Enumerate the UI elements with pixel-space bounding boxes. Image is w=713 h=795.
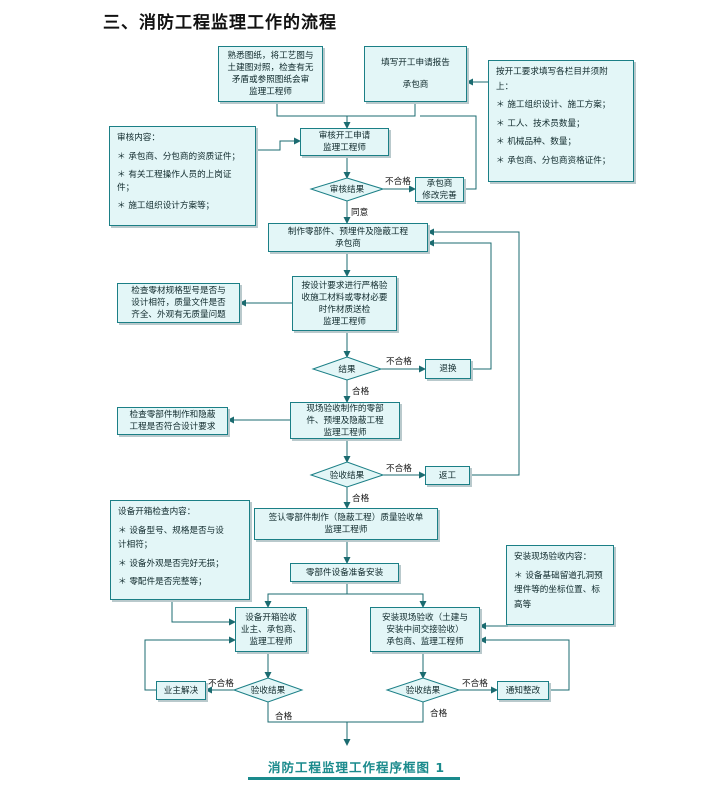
box-prefab-make: 制作零部件、预埋件及隐蔽工程 承包商 xyxy=(268,223,428,252)
caption-underline xyxy=(248,777,460,780)
decision-acceptance-result-left xyxy=(232,677,304,703)
box-install-acceptance: 安装现场验收（土建与 安装中间交接验收） 承包商、监理工程师 xyxy=(370,607,480,652)
decision-acceptance-result-left-text: 验收结果 xyxy=(250,686,286,696)
box-apply-requirements: 按开工要求填写各栏目并须附 上： ＊ 施工组织设计、施工方案； ＊ 工人、技术员… xyxy=(488,60,634,182)
box-design-check: 按设计要求进行严格验 收施工材料或零材必要 时作材质送检 监理工程师 xyxy=(292,276,397,331)
box-equipment-check-content: 设备开箱检查内容： ＊ 设备型号、规格是否与设 计相符； ＊ 设备外观是否完好无… xyxy=(110,500,250,600)
label-agree: 同意 xyxy=(351,208,369,218)
decision-acceptance-result-right-text: 验收结果 xyxy=(405,686,441,696)
box-sign-form: 签认零部件制作（隐蔽工程）质量验收单 监理工程师 xyxy=(254,508,438,540)
box-prefab-check-note: 检查零部件制作和隐蔽 工程是否符合设计要求 xyxy=(117,407,228,435)
label-pass-left: 合格 xyxy=(275,712,293,722)
box-prepare-install: 零部件设备准备安装 xyxy=(290,563,399,582)
decision-acceptance-result-text: 验收结果 xyxy=(329,471,365,481)
decision-acceptance-result-right xyxy=(385,677,461,703)
box-install-acceptance-content: 安装现场验收内容： ＊ 设备基础留道孔洞预 埋件等的坐标位置、标 高等 xyxy=(506,545,614,625)
label-fail-right: 不合格 xyxy=(462,679,488,689)
box-review-application: 审核开工申请 监理工程师 xyxy=(300,128,389,156)
decision-acceptance-result xyxy=(309,461,385,488)
label-fail-acceptance: 不合格 xyxy=(386,464,412,474)
box-drawings-review: 熟悉图纸，将工艺图与 土建图对照，检查有无 矛盾或参照图纸会审 监理工程师 xyxy=(218,46,323,102)
decision-result-text: 结果 xyxy=(338,365,356,375)
box-rework: 返工 xyxy=(425,466,470,485)
label-pass-right: 合格 xyxy=(430,709,448,719)
box-unboxing-acceptance: 设备开箱验收 业主、承包商、 监理工程师 xyxy=(235,607,307,652)
decision-result xyxy=(311,356,383,381)
page-heading: 三、消防工程监理工作的流程 xyxy=(103,13,337,33)
box-contractor-modify: 承包商 修改完善 xyxy=(415,177,464,202)
decision-review-result xyxy=(309,177,385,202)
label-fail-review: 不合格 xyxy=(385,177,411,187)
decision-review-result-text: 审核结果 xyxy=(329,185,365,195)
box-review-content: 审核内容： ＊ 承包商、分包商的资质证件； ＊ 有关工程操作人员的上岗证件； ＊… xyxy=(109,126,256,226)
box-onsite-acceptance: 现场验收制作的零部 件、预埋及隐蔽工程 监理工程师 xyxy=(290,402,400,439)
box-material-check-note: 检查零材规格型号是否与 设计相符，质量文件是否 齐全、外观有无质量问题 xyxy=(117,283,240,323)
box-notify-rectify: 通知整改 xyxy=(497,681,549,700)
box-apply-report: 填写开工申请报告 承包商 xyxy=(364,46,467,102)
box-owner-resolve: 业主解决 xyxy=(156,681,206,700)
label-fail-result: 不合格 xyxy=(386,357,412,367)
figure-caption: 消防工程监理工作程序框图 1 xyxy=(267,760,446,775)
label-fail-left: 不合格 xyxy=(208,679,234,689)
label-pass-acceptance: 合格 xyxy=(352,494,370,504)
label-pass-result: 合格 xyxy=(352,387,370,397)
box-return-goods: 退换 xyxy=(425,359,471,379)
